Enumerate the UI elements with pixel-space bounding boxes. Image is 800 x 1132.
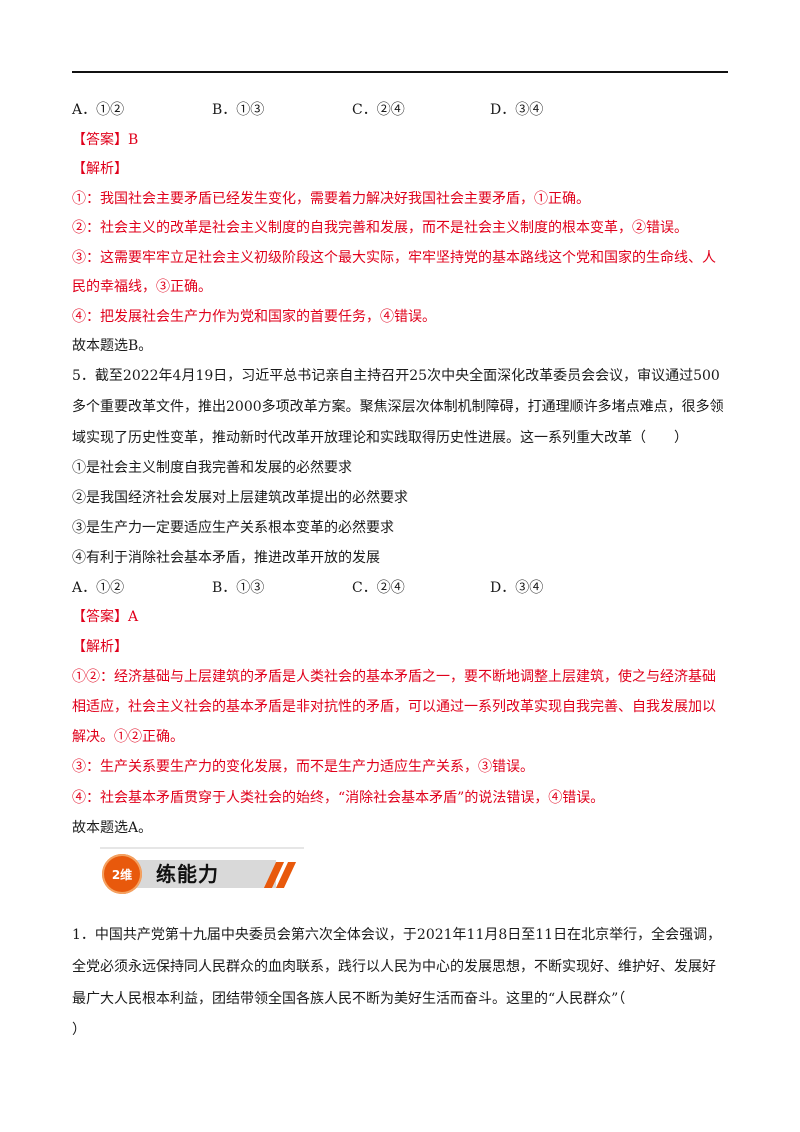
q4-analysis-line: ③：这需要牢牢立足社会主义初级阶段这个最大实际，牢牢坚持党的基本路线这个党和国家… [72, 250, 716, 266]
q5-analysis-line: 相适应，社会主义社会的基本矛盾是非对抗性的矛盾，可以通过一系列改革实现自我完善、… [72, 699, 716, 715]
q5-options: A．①② B．①③ C．②④ D．③④ [72, 578, 732, 598]
header-rule [72, 71, 728, 73]
q4-analysis-label: 【解析】 [72, 161, 128, 177]
q1-stem-line: 最广大人民根本利益，团结带领全国各族人民不断为美好生活而奋斗。这里的“人民群众”… [72, 991, 626, 1007]
q5-conclusion: 故本题选A。 [72, 820, 153, 836]
q5-option-c[interactable]: C．②④ [352, 580, 405, 596]
section-header: 2维 练能力 [100, 844, 304, 904]
q5-analysis-line: ③：生产关系要生产力的变化发展，而不是生产力适应生产关系，③错误。 [72, 759, 534, 775]
q4-option-d[interactable]: D．③④ [490, 102, 544, 118]
q5-item: ②是我国经济社会发展对上层建筑改革提出的必然要求 [72, 490, 408, 506]
q5-analysis-line: ①②：经济基础与上层建筑的矛盾是人类社会的基本矛盾之一，要不断地调整上层建筑，使… [72, 669, 716, 685]
q1-stem-line: 1．中国共产党第十九届中央委员会第六次全体会议，于2021年11月8日至11日在… [72, 927, 722, 943]
q4-analysis-line: ②：社会主义的改革是社会主义制度的自我完善和发展，而不是社会主义制度的根本变革，… [72, 220, 688, 236]
q1-stem-line: ） [72, 1022, 86, 1038]
q5-item: ③是生产力一定要适应生产关系根本变革的必然要求 [72, 520, 394, 536]
q4-option-c[interactable]: C．②④ [352, 102, 405, 118]
q5-item: ④有利于消除社会基本矛盾，推进改革开放的发展 [72, 550, 380, 566]
q5-option-d[interactable]: D．③④ [490, 580, 544, 596]
q4-analysis-line: ①：我国社会主要矛盾已经发生变化，需要着力解决好我国社会主要矛盾，①正确。 [72, 191, 590, 207]
answer-label: 【答案】 [72, 609, 128, 625]
q4-answer: 【答案】B [72, 130, 732, 150]
q5-stem-line: 域实现了历史性变革，推动新时代改革开放理论和实践取得历史性进展。这一系列重大改革… [72, 430, 688, 446]
q5-stem-line: 5．截至2022年4月19日，习近平总书记亲自主持召开25次中央全面深化改革委员… [72, 368, 720, 384]
q4-analysis-line: ④：把发展社会生产力作为党和国家的首要任务，④错误。 [72, 309, 436, 325]
q5-item: ①是社会主义制度自我完善和发展的必然要求 [72, 460, 352, 476]
q5-option-a[interactable]: A．①② [72, 580, 125, 596]
answer-value: A [128, 609, 139, 625]
section-topline [100, 847, 304, 849]
q5-stem-line: 多个重要改革文件，推出2000多项改革方案。聚焦深层次体制机制障碍，打通理顺许多… [72, 399, 724, 415]
q5-analysis-line: ④：社会基本矛盾贯穿于人类社会的始终，“消除社会基本矛盾”的说法错误，④错误。 [72, 790, 605, 806]
section-title: 练能力 [156, 862, 219, 886]
q5-analysis-line: 解决。①②正确。 [72, 729, 184, 745]
section-badge: 2维 [102, 854, 142, 894]
q4-conclusion: 故本题选B。 [72, 338, 153, 354]
answer-value: B [128, 132, 139, 148]
q1-stem-line: 全党必须永远保持同人民群众的血肉联系，践行以人民为中心的发展思想，不断实现好、维… [72, 959, 716, 975]
q5-analysis-label: 【解析】 [72, 639, 128, 655]
q4-option-b[interactable]: B．①③ [212, 102, 265, 118]
q5-answer: 【答案】A [72, 607, 732, 627]
q4-option-a[interactable]: A．①② [72, 102, 125, 118]
q4-analysis-line: 民的幸福线，③正确。 [72, 279, 212, 295]
q5-option-b[interactable]: B．①③ [212, 580, 265, 596]
answer-label: 【答案】 [72, 132, 128, 148]
q4-options: A．①② B．①③ C．②④ D．③④ [72, 100, 732, 120]
